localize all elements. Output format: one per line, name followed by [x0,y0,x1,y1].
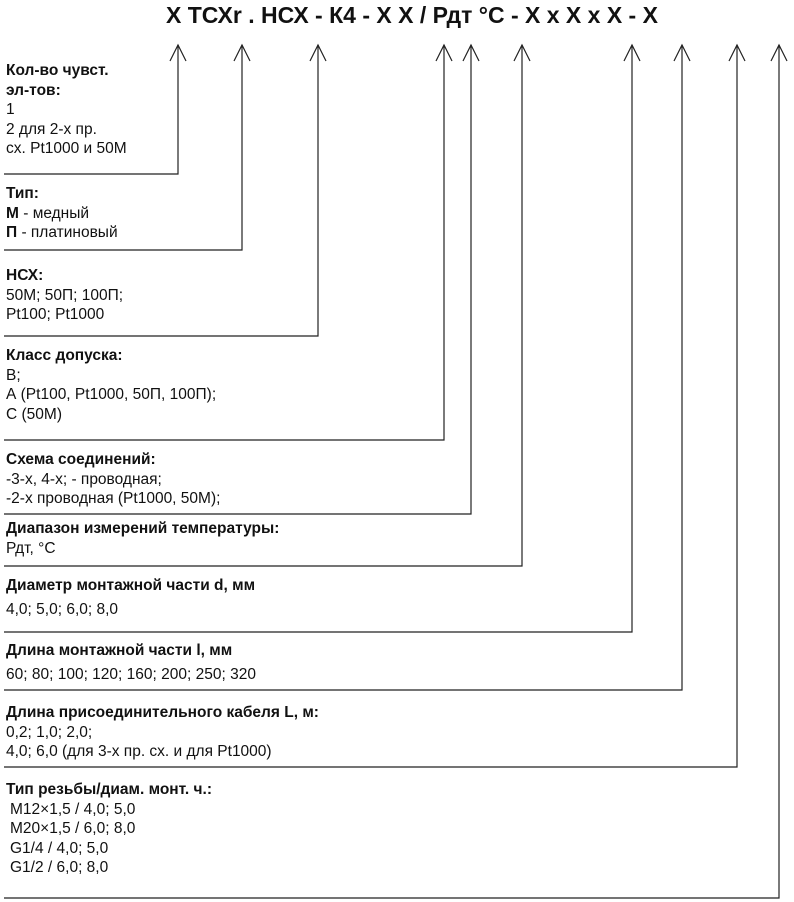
type-text: - медный [18,204,90,222]
arrowhead-icon [623,43,641,62]
block-line: 60; 80; 100; 120; 160; 200; 250; 320 [6,665,256,683]
block-line: 4,0; 6,0 (для 3-х пр. сх. и для Pt1000) [6,743,272,760]
block-line: П - платиновый [6,223,118,243]
connector-line [4,45,445,441]
type-code: М [6,204,19,222]
arrowhead-icon [673,43,691,62]
block-cable-length: Длина присоединительного кабеля L, м: 0,… [6,703,319,762]
block-line: А (Pt100, Pt1000, 50П, 100П); [6,386,217,403]
block-title: Длина монтажной части l, мм [6,642,233,659]
block-line: М12×1,5 / 4,0; 5,0 [10,800,136,818]
arrowhead-icon [728,43,746,62]
block-title: Тип: [6,185,39,202]
block-line: С (50М) [6,405,62,423]
connector-line [4,45,780,899]
block-line: -3-х, 4-х; - проводная; [6,470,162,488]
arrowhead-icon [169,43,187,62]
block-line: М20×1,5 / 6,0; 8,0 [10,820,136,837]
block-title: Класс допуска: [6,347,123,364]
block-thread-type: Тип резьбы/диам. монт. ч.: М12×1,5 / 4,0… [6,780,212,878]
block-line: 1 [6,101,15,118]
connector-line [4,45,243,251]
block-connection-scheme: Схема соединений: -3-х, 4-х; - проводная… [6,450,220,509]
block-title: Кол-во чувст. [6,62,109,79]
block-line: Рдт, °С [6,539,56,557]
block-title: НСХ: [6,267,44,284]
block-mount-diameter: Диаметр монтажной части d, мм 4,0; 5,0; … [6,576,255,619]
block-line: 0,2; 1,0; 2,0; [6,723,93,741]
block-line: Pt100; Pt1000 [6,306,105,323]
connector-line [4,45,683,691]
arrowhead-icon [435,43,453,62]
block-nsh: НСХ: 50М; 50П; 100П; Pt100; Pt1000 [6,266,123,325]
block-line: -2-х проводная (Pt1000, 50М); [6,490,221,507]
block-line: 4,0; 5,0; 6,0; 8,0 [6,600,119,618]
connector-line [4,45,319,337]
connector-line [4,45,179,175]
arrowhead-icon [513,43,531,62]
arrowhead-icon [770,43,788,62]
connector-line [4,45,523,567]
connector-line [4,45,472,515]
block-tolerance-class: Класс допуска: В; А (Pt100, Pt1000, 50П,… [6,346,216,424]
block-line: G1/4 / 4,0; 5,0 [10,839,109,857]
block-title: Диапазон измерений температуры: [6,520,280,537]
arrowhead-icon [309,43,327,62]
block-line: G1/2 / 6,0; 8,0 [10,859,109,876]
block-line: 50М; 50П; 100П; [6,286,124,304]
arrowhead-icon [462,43,480,62]
block-line: В; [6,366,21,384]
block-line: сх. Pt1000 и 50М [6,140,127,157]
block-title: Диаметр монтажной части d, мм [6,577,256,594]
type-code: П [6,224,18,241]
block-element-count: Кол-во чувст. эл-тов: 1 2 для 2-х пр. сх… [6,61,127,159]
block-type: Тип: М - медный П - платиновый [6,184,118,243]
code-designation: X ТСХr . НСХ - К4 - X X / Рдт °С - X x X… [166,2,658,28]
block-line: М - медный [6,204,118,224]
connector-line [4,45,738,768]
type-text: - платиновый [17,224,118,241]
block-title-continued: эл-тов: [6,81,61,99]
block-title: Схема соединений: [6,451,156,468]
block-mount-length: Длина монтажной части l, мм 60; 80; 100;… [6,641,256,684]
block-title: Тип резьбы/диам. монт. ч.: [6,781,212,798]
block-title: Длина присоединительного кабеля L, м: [6,704,319,721]
block-line: 2 для 2-х пр. [6,120,97,138]
connector-line [4,45,633,633]
arrowhead-icon [233,43,251,62]
block-temperature-range: Диапазон измерений температуры: Рдт, °С [6,519,279,558]
